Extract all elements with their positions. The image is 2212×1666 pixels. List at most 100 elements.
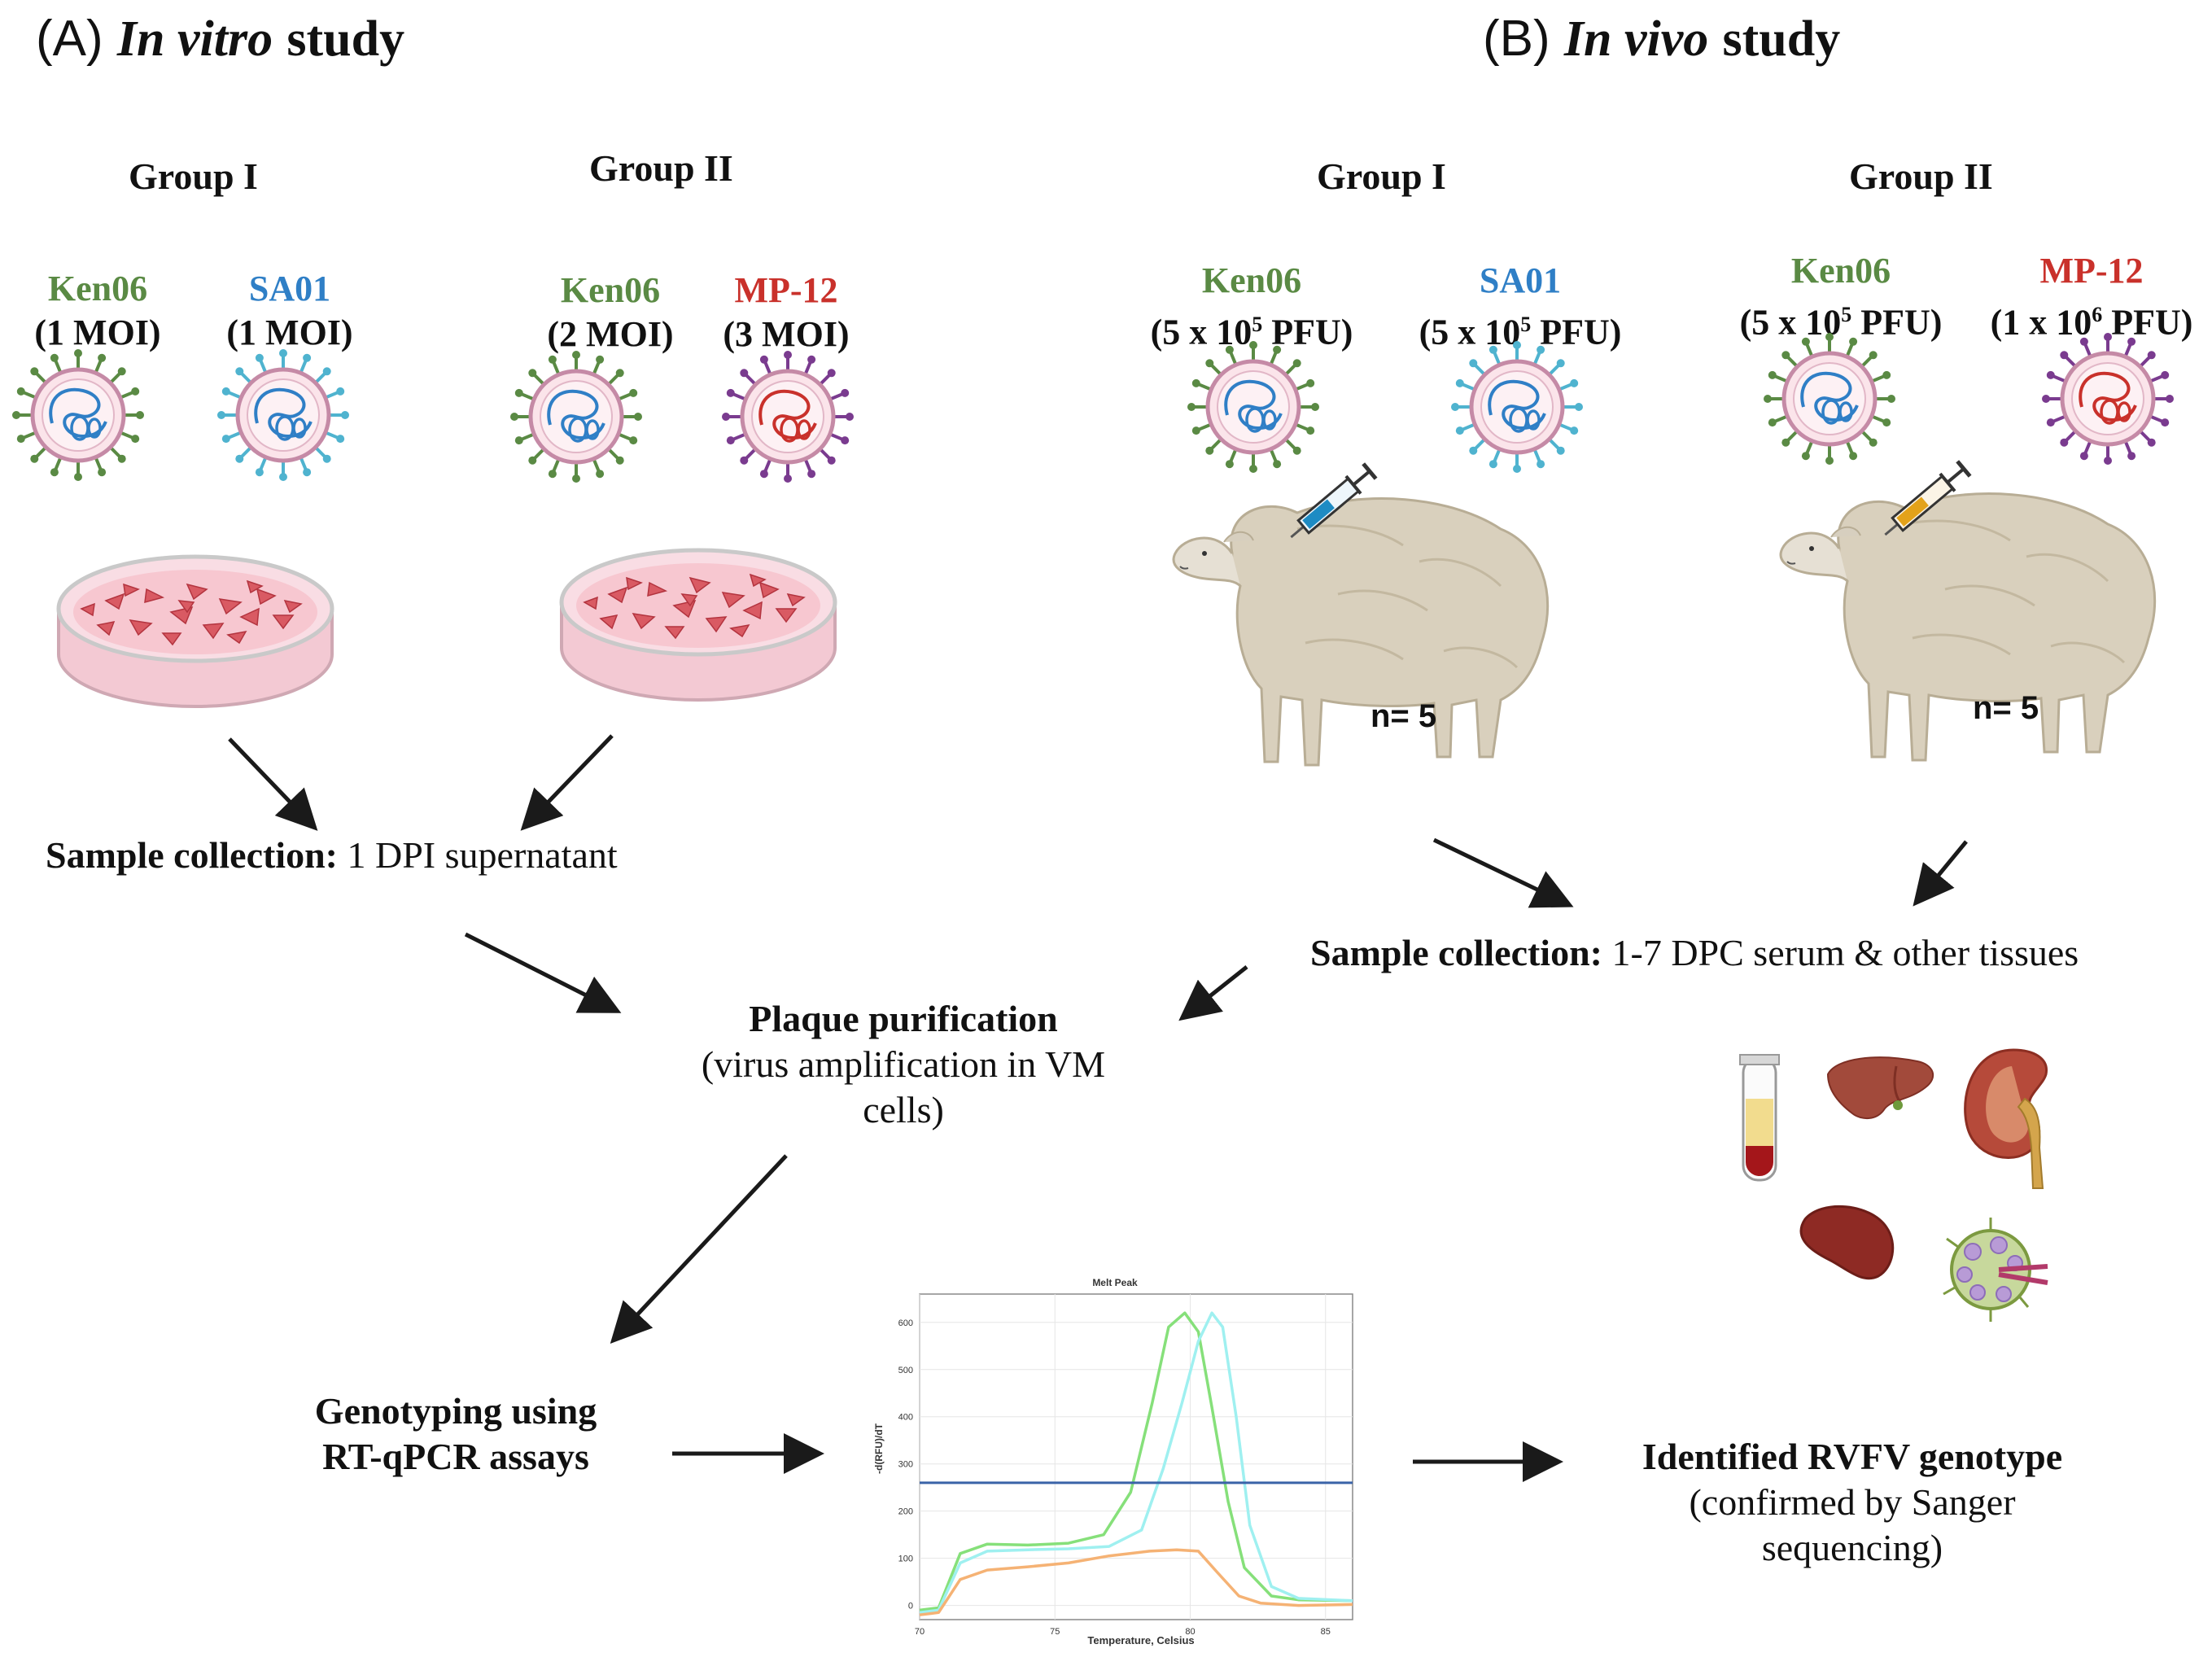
- sheep-icon: [1172, 497, 1550, 767]
- chart-xlabel: Temperature, Celsius: [1087, 1634, 1194, 1646]
- b-g1-strain-2: SA01 (5 x 105 PFU): [1398, 259, 1642, 355]
- arrow: [1178, 965, 1248, 1021]
- b-g2-strain-1: Ken06 (5 x 105 PFU): [1719, 249, 1963, 345]
- strain-name: Ken06: [47, 269, 148, 308]
- arrow: [464, 932, 622, 1013]
- a-group-1-label: Group I: [129, 155, 258, 197]
- y-tick-label: 0: [908, 1602, 913, 1611]
- identified-line-3: sequencing): [1761, 1527, 1943, 1568]
- lymph-node-icon: [1943, 1218, 2048, 1322]
- strain-dose: (1 MOI): [226, 313, 353, 352]
- y-tick-label: 500: [898, 1366, 913, 1375]
- strain-dose: (1 MOI): [34, 313, 161, 352]
- sheep-icon: [1779, 492, 2157, 762]
- virus-icon: [1762, 331, 1897, 466]
- strain-dose: (5 x 105 PFU): [1419, 312, 1622, 352]
- panel-b-italic: In vivo: [1563, 11, 1709, 67]
- b-group-2-n: n= 5: [1973, 690, 2039, 726]
- y-tick-label: 300: [898, 1460, 913, 1470]
- plaque-line-3: cells): [863, 1089, 944, 1130]
- identified-title: Identified RVFV genotype: [1642, 1436, 2063, 1477]
- b-g1-strain-1: Ken06 (5 x 105 PFU): [1130, 259, 1374, 355]
- sample-collection-rest: 1-7 DPC serum & other tissues: [1602, 932, 2079, 973]
- panel-b-title: (B) In vivo study: [1483, 10, 1840, 68]
- sample-collection-bold: Sample collection:: [46, 834, 338, 876]
- panel-b-prefix: (B): [1483, 11, 1550, 67]
- arrow: [610, 1154, 788, 1344]
- spleen-icon: [1799, 1205, 1895, 1280]
- virus-icon: [11, 348, 146, 483]
- plaque-title: Plaque purification: [749, 998, 1058, 1039]
- x-tick-label: 70: [915, 1627, 925, 1637]
- panel-a-prefix: (A): [36, 11, 103, 67]
- b-group-2-label: Group II: [1849, 155, 1993, 197]
- strain-dose: (5 x 105 PFU): [1739, 302, 1943, 343]
- blood-tube-icon: [1739, 1054, 1780, 1182]
- x-tick-label: 75: [1050, 1627, 1060, 1637]
- a-group-2-label: Group II: [589, 147, 733, 189]
- y-tick-label: 600: [898, 1318, 913, 1328]
- series-line: [919, 1311, 1353, 1612]
- a-g2-strain-2: MP-12 (3 MOI): [697, 269, 876, 356]
- a-g1-strain-2: SA01 (1 MOI): [200, 267, 379, 355]
- chart-ylabel: -d(RFU)/dT: [873, 1423, 885, 1474]
- chart-title: Melt Peak: [1092, 1277, 1138, 1288]
- x-tick-label: 85: [1321, 1627, 1331, 1637]
- a-g2-strain-1: Ken06 (2 MOI): [521, 269, 700, 356]
- strain-dose: (1 x 106 PFU): [1990, 302, 2193, 343]
- genotyping: Genotyping using RT-qPCR assays: [252, 1388, 659, 1480]
- b-group-1-n: n= 5: [1370, 698, 1437, 734]
- panel-a-italic: In vitro: [116, 11, 273, 67]
- arrow: [520, 734, 614, 831]
- y-tick-label: 200: [898, 1507, 913, 1517]
- a-sample-collection: Sample collection: 1 DPI supernatant: [46, 833, 618, 877]
- strain-dose: (3 MOI): [723, 314, 850, 354]
- panel-a-suffix: study: [286, 11, 405, 67]
- a-g1-strain-1: Ken06 (1 MOI): [8, 267, 187, 355]
- arrows: [228, 734, 1968, 1482]
- b-group-1-label: Group I: [1317, 155, 1446, 197]
- b-g2-strain-2: MP-12 (1 x 106 PFU): [1969, 249, 2212, 345]
- liver-icon: [1826, 1056, 1934, 1119]
- strain-name: SA01: [248, 269, 331, 308]
- virus-icon: [509, 349, 644, 484]
- melt-peak-chart: Melt Peak 0 100 200 300 400 500 600 70 75 80 85 Te…: [873, 1277, 1353, 1646]
- strain-name: MP-12: [734, 270, 838, 310]
- genotyping-line-2: RT-qPCR assays: [322, 1436, 589, 1477]
- strain-name: MP-12: [2039, 251, 2144, 291]
- strain-name: SA01: [1479, 260, 1562, 300]
- virus-icon: [2040, 331, 2175, 466]
- arrow: [1432, 837, 1574, 908]
- series-line: [919, 1311, 1353, 1615]
- x-tick-label: 80: [1185, 1627, 1195, 1637]
- kidney-icon: [1964, 1048, 2048, 1189]
- strain-name: Ken06: [1790, 251, 1891, 291]
- petri-dish-icon: [562, 550, 835, 700]
- strain-name: Ken06: [1201, 260, 1302, 300]
- panel-b-suffix: study: [1722, 11, 1841, 67]
- sample-collection-rest: 1 DPI supernatant: [338, 834, 618, 876]
- y-tick-label: 100: [898, 1554, 913, 1564]
- virus-icon: [1449, 339, 1585, 474]
- panel-a-title: (A) In vitro study: [36, 10, 404, 68]
- strain-dose: (5 x 105 PFU): [1150, 312, 1353, 352]
- chart-plot-area: [919, 1293, 1353, 1620]
- petri-dish-icon: [59, 557, 332, 706]
- plaque-purification: Plaque purification (virus amplification…: [635, 996, 1172, 1133]
- virus-icon: [216, 348, 351, 483]
- series-line: [919, 1548, 1353, 1616]
- strain-name: Ken06: [560, 270, 661, 310]
- identified-genotype: Identified RVFV genotype (confirmed by S…: [1559, 1434, 2145, 1571]
- sample-collection-bold: Sample collection:: [1310, 932, 1602, 973]
- arrow: [228, 737, 318, 831]
- plaque-line-2: (virus amplification in VM: [701, 1043, 1106, 1085]
- y-tick-label: 400: [898, 1413, 913, 1423]
- arrow: [1913, 840, 1968, 907]
- strain-dose: (2 MOI): [547, 314, 674, 354]
- virus-icon: [1186, 339, 1321, 474]
- genotyping-line-1: Genotyping using: [314, 1390, 597, 1432]
- b-sample-collection: Sample collection: 1-7 DPC serum & other…: [1310, 931, 2079, 974]
- identified-line-2: (confirmed by Sanger: [1689, 1481, 2016, 1523]
- virus-icon: [720, 349, 855, 484]
